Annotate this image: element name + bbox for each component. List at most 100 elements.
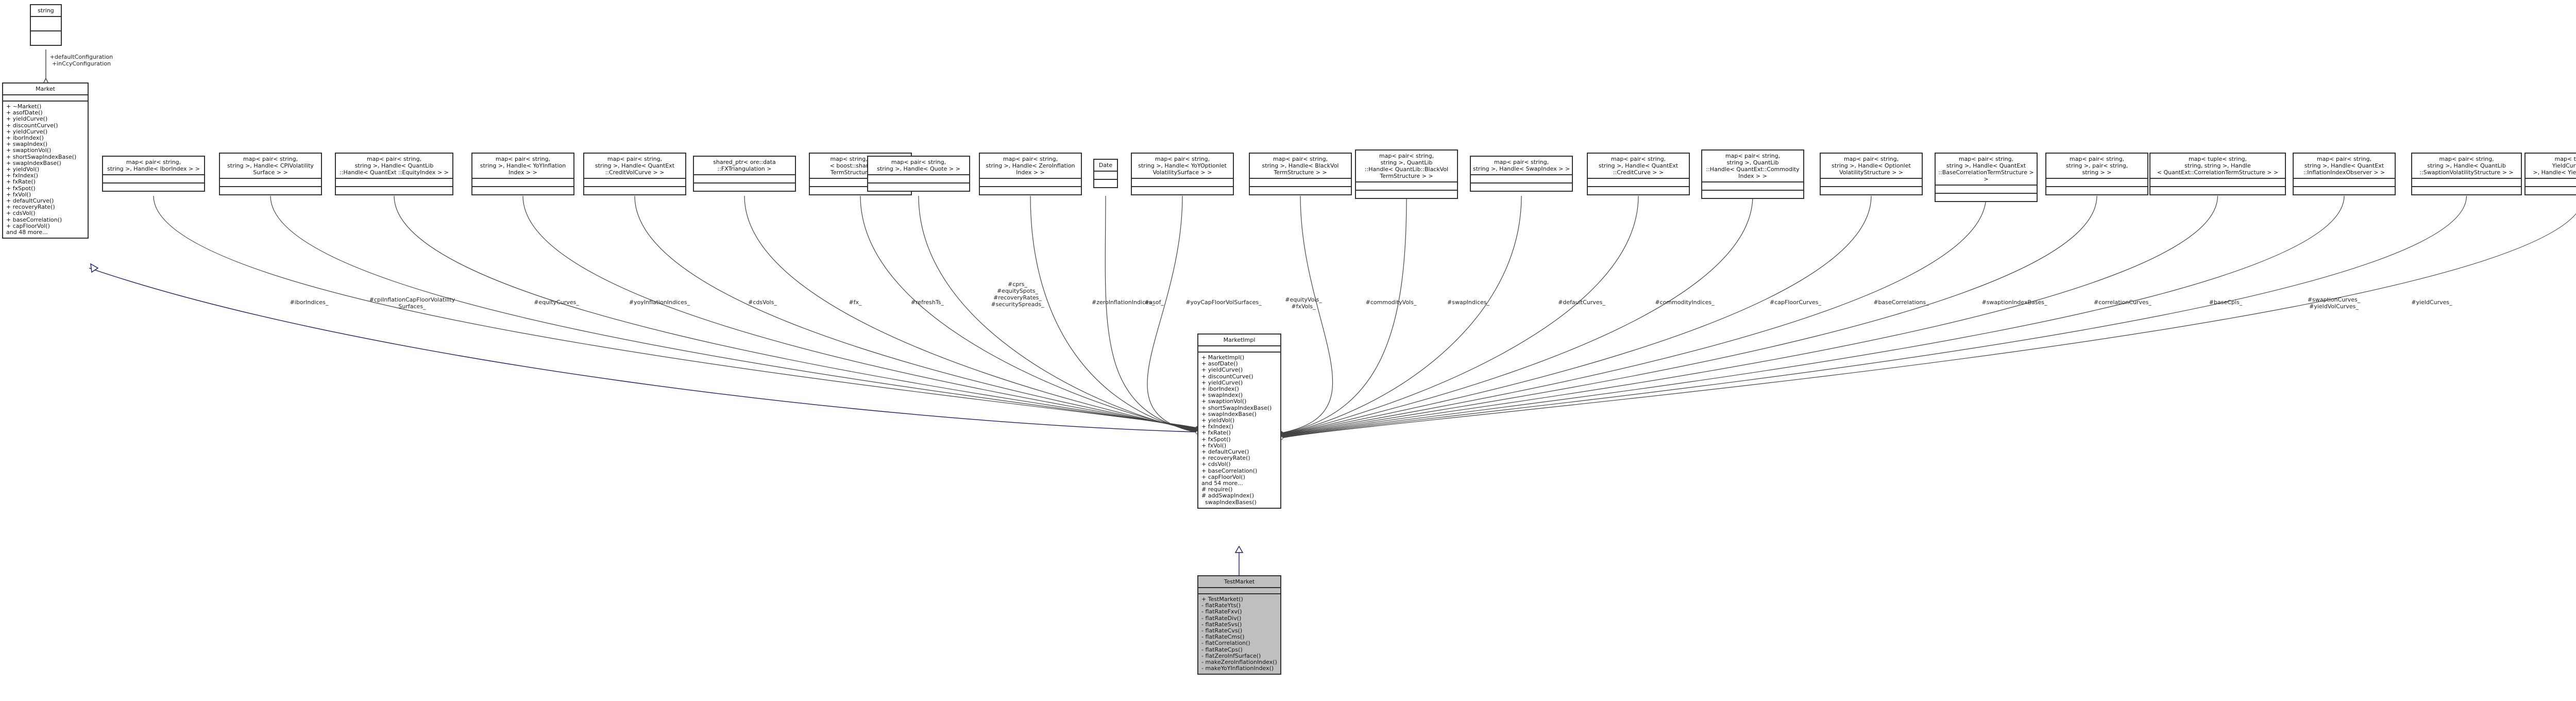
operations-section <box>1821 187 1922 194</box>
association-edge <box>860 195 1198 431</box>
operations-section: + MarketImpl()+ asofDate()+ yieldCurve()… <box>1198 353 1280 508</box>
class-title: map< pair< string, string >, QuantLib ::… <box>1356 151 1457 182</box>
class-member: - flatRateCms() <box>1201 633 1245 641</box>
class-member: - makeYoYInflationIndex() <box>1201 665 1274 672</box>
operations-section <box>1094 180 1117 187</box>
operations-section <box>220 187 321 194</box>
class-t9[interactable]: map< pair< string, string >, Handle< Zer… <box>979 153 1082 195</box>
operations-section <box>694 183 795 191</box>
class-member: + discountCurve() <box>1201 373 1253 380</box>
association-edge <box>1030 195 1198 432</box>
class-title: map< tuple< string, YieldCurveType, stri… <box>2526 154 2576 179</box>
class-member: + shortSwapIndexBase() <box>6 153 77 160</box>
class-t14[interactable]: map< pair< string, string >, Handle< Swa… <box>1470 156 1573 192</box>
class-member: + MarketImpl() <box>1201 354 1245 361</box>
association-edge <box>1281 213 2576 439</box>
class-member: + asofDate() <box>1201 360 1238 368</box>
class-string[interactable]: string <box>30 4 62 46</box>
operations-section <box>1702 191 1803 198</box>
class-t15[interactable]: map< pair< string, string >, Handle< Qua… <box>1587 153 1690 195</box>
class-member: + iborIndex() <box>1201 386 1239 393</box>
class-member: swapIndexBases() <box>1201 498 1257 506</box>
attributes-section <box>2294 179 2395 187</box>
association-edge <box>1281 195 2467 438</box>
class-member: + yieldCurve() <box>6 115 48 123</box>
attributes-section <box>980 179 1081 187</box>
class-t19[interactable]: map< pair< string, string >, pair< strin… <box>2045 153 2148 195</box>
class-t21[interactable]: map< pair< string, string >, Handle< Qua… <box>2293 153 2396 195</box>
class-member: + defaultCurve() <box>1201 448 1249 456</box>
class-member: + TestMarket() <box>1201 596 1243 603</box>
class-member: + cdsVol() <box>6 210 36 217</box>
class-t17[interactable]: map< pair< string, string >, Handle< Opt… <box>1820 153 1923 195</box>
edge-label-t15: #defaultCurves_ <box>1558 299 1605 306</box>
edge-label-t2: #cpiInflationCapFloorVolatility Surfaces… <box>369 296 455 310</box>
class-member: and 48 more... <box>6 229 48 236</box>
class-marketimpl[interactable]: MarketImpl + MarketImpl()+ asofDate()+ yi… <box>1197 333 1281 509</box>
class-member: + baseCorrelation() <box>1201 467 1258 474</box>
association-edge <box>153 195 1198 428</box>
attributes-section <box>336 179 452 187</box>
class-member: # require() <box>1201 486 1233 493</box>
association-edge <box>1281 195 1333 433</box>
class-t22[interactable]: map< pair< string, string >, Handle< Qua… <box>2411 153 2522 195</box>
class-title: map< pair< string, string >, Handle< Qua… <box>584 154 685 179</box>
class-t6[interactable]: shared_ptr< ore::data ::FXTriangulation … <box>693 156 796 192</box>
edge-label-t13: #commodityVols_ <box>1365 299 1417 306</box>
class-t23[interactable]: map< tuple< string, YieldCurveType, stri… <box>2524 153 2576 195</box>
inheritance-arrowhead <box>1234 545 1244 553</box>
association-edge <box>1281 195 1522 435</box>
class-t1[interactable]: map< pair< string, string >, Handle< Ibo… <box>102 156 205 192</box>
class-title: map< pair< string, string >, Handle< Swa… <box>1471 157 1572 175</box>
attributes-section <box>1936 186 2037 194</box>
attributes-section <box>2150 179 2285 187</box>
class-title: map< pair< string, string >, Handle< Qua… <box>2294 154 2395 179</box>
association-edge <box>634 195 1198 430</box>
class-t5[interactable]: map< pair< string, string >, Handle< Qua… <box>583 153 686 195</box>
class-t11[interactable]: map< pair< string, string >, Handle< YoY… <box>1131 153 1234 195</box>
attributes-section <box>1094 172 1117 180</box>
class-title: map< pair< string, string >, pair< strin… <box>2046 154 2147 179</box>
association-edge <box>1281 195 2345 438</box>
class-t10[interactable]: Date <box>1093 159 1118 188</box>
attributes-section <box>31 17 61 31</box>
edge-label-t7: #refreshTs_ <box>910 299 944 306</box>
class-member: + fxRate() <box>1201 429 1231 437</box>
edge-label-t17: #capFloorCurves_ <box>1769 299 1822 306</box>
class-title: string <box>31 5 61 17</box>
class-t3[interactable]: map< pair< string, string >, Handle< Qua… <box>335 153 453 195</box>
class-t16[interactable]: map< pair< string, string >, QuantLib ::… <box>1701 149 1804 199</box>
attributes-section <box>1821 179 1922 187</box>
association-edge <box>522 195 1198 430</box>
inheritance-arrowhead <box>90 263 99 273</box>
class-t2[interactable]: map< pair< string, string >, Handle< CPI… <box>219 153 322 195</box>
class-market[interactable]: Market+ ~Market()+ asofDate()+ yieldCurv… <box>2 82 89 239</box>
class-member: + fxRate() <box>6 178 36 186</box>
class-member: + cdsVol() <box>1201 461 1231 468</box>
class-t20[interactable]: map< tuple< string, string, string >, Ha… <box>2149 153 2286 195</box>
operations-section <box>103 183 204 191</box>
class-member: + fxVol() <box>1201 442 1227 449</box>
association-edge <box>1281 195 1987 436</box>
operations-section <box>868 183 969 191</box>
operations-section <box>1936 194 2037 201</box>
association-edge <box>1147 195 1198 433</box>
class-title: TestMarket <box>1198 576 1280 588</box>
class-title: shared_ptr< ore::data ::FXTriangulation … <box>694 157 795 175</box>
class-t12[interactable]: map< pair< string, string >, Handle< Bla… <box>1249 153 1352 195</box>
attributes-section <box>2046 179 2147 187</box>
class-t13[interactable]: map< pair< string, string >, QuantLib ::… <box>1355 149 1458 199</box>
attributes-section <box>1250 179 1351 187</box>
operations-section <box>1250 187 1351 194</box>
class-title: MarketImpl <box>1198 335 1280 346</box>
class-t8[interactable]: map< pair< string, string >, Handle< Quo… <box>867 156 970 192</box>
class-t18[interactable]: map< pair< string, string >, Handle< Qua… <box>1935 153 2038 202</box>
class-testmarket[interactable]: TestMarket + TestMarket()- flatRateYts() -… <box>1197 575 1281 675</box>
class-member: - flatRateYts() <box>1201 602 1241 609</box>
attributes-section <box>220 179 321 187</box>
class-title: map< pair< string, string >, Handle< Zer… <box>980 154 1081 179</box>
class-title: map< pair< string, string >, Handle< Qua… <box>1936 154 2037 186</box>
association-edge <box>1281 195 1753 436</box>
class-member: + recoveryRate() <box>6 204 55 211</box>
class-t4[interactable]: map< pair< string, string >, Handle< YoY… <box>471 153 574 195</box>
